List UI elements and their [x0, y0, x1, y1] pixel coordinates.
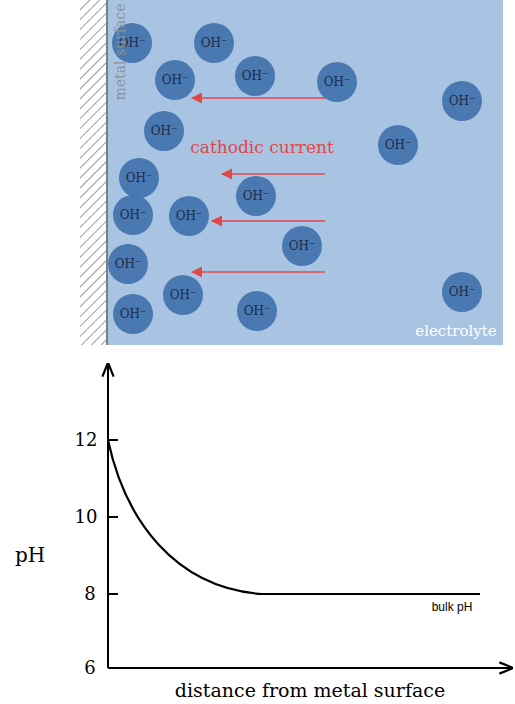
ion-label: OH⁻: [449, 285, 476, 299]
ion-circle: OH⁻: [119, 158, 159, 198]
tick-label: 6: [84, 658, 95, 678]
ion-label: OH⁻: [170, 288, 197, 302]
ion-label: OH⁻: [120, 307, 147, 321]
ion-circle: OH⁻: [144, 111, 184, 151]
region-label: electrolyte: [415, 323, 496, 340]
ion-circle: OH⁻: [163, 275, 203, 315]
ion-circle: OH⁻: [169, 196, 209, 236]
curve-label: bulk pH: [432, 601, 473, 614]
ion-label: OH⁻: [385, 138, 412, 152]
ion-circle: OH⁻: [378, 125, 418, 165]
ion-circle: OH⁻: [442, 81, 482, 121]
ion-circle: OH⁻: [236, 176, 276, 216]
ph-chart: [108, 364, 512, 668]
ion-label: OH⁻: [243, 189, 270, 203]
ion-circle: OH⁻: [317, 62, 357, 102]
ion-circle: OH⁻: [155, 60, 195, 100]
axis-title: distance from metal surface: [175, 680, 445, 701]
tick-label: 12: [75, 430, 98, 450]
ion-label: OH⁻: [120, 208, 147, 222]
ion-label: OH⁻: [151, 124, 178, 138]
ion-circle: OH⁻: [442, 272, 482, 312]
axis-title: pH: [15, 544, 45, 566]
current-arrows: [192, 98, 328, 272]
ion-circle: OH⁻: [113, 294, 153, 334]
tick-label: 10: [75, 507, 98, 527]
ion-label: OH⁻: [324, 75, 351, 89]
tick-label: 8: [84, 584, 95, 604]
ion-label: OH⁻: [115, 257, 142, 271]
ion-label: OH⁻: [289, 239, 316, 253]
ion-label: OH⁻: [201, 36, 228, 50]
ion-circle: OH⁻: [108, 244, 148, 284]
ion-label: OH⁻: [242, 69, 269, 83]
metal-surface-line: [106, 0, 108, 345]
ph-curve: [108, 440, 480, 594]
ion-circle: OH⁻: [113, 195, 153, 235]
ion-label: OH⁻: [449, 94, 476, 108]
ion-label: OH⁻: [176, 209, 203, 223]
ion-circle: OH⁻: [237, 291, 277, 331]
ion-circle: OH⁻: [194, 23, 234, 63]
ion-label: OH⁻: [244, 304, 271, 318]
metal-hatching: [80, 0, 107, 345]
ion-circle: OH⁻: [235, 56, 275, 96]
surface-label: metal surface: [113, 3, 128, 100]
current-label: cathodic current: [190, 138, 333, 157]
ion-label: OH⁻: [162, 73, 189, 87]
electrolyte-region: [107, 0, 503, 345]
ion-circle: OH⁻: [282, 226, 322, 266]
ion-label: OH⁻: [126, 171, 153, 185]
